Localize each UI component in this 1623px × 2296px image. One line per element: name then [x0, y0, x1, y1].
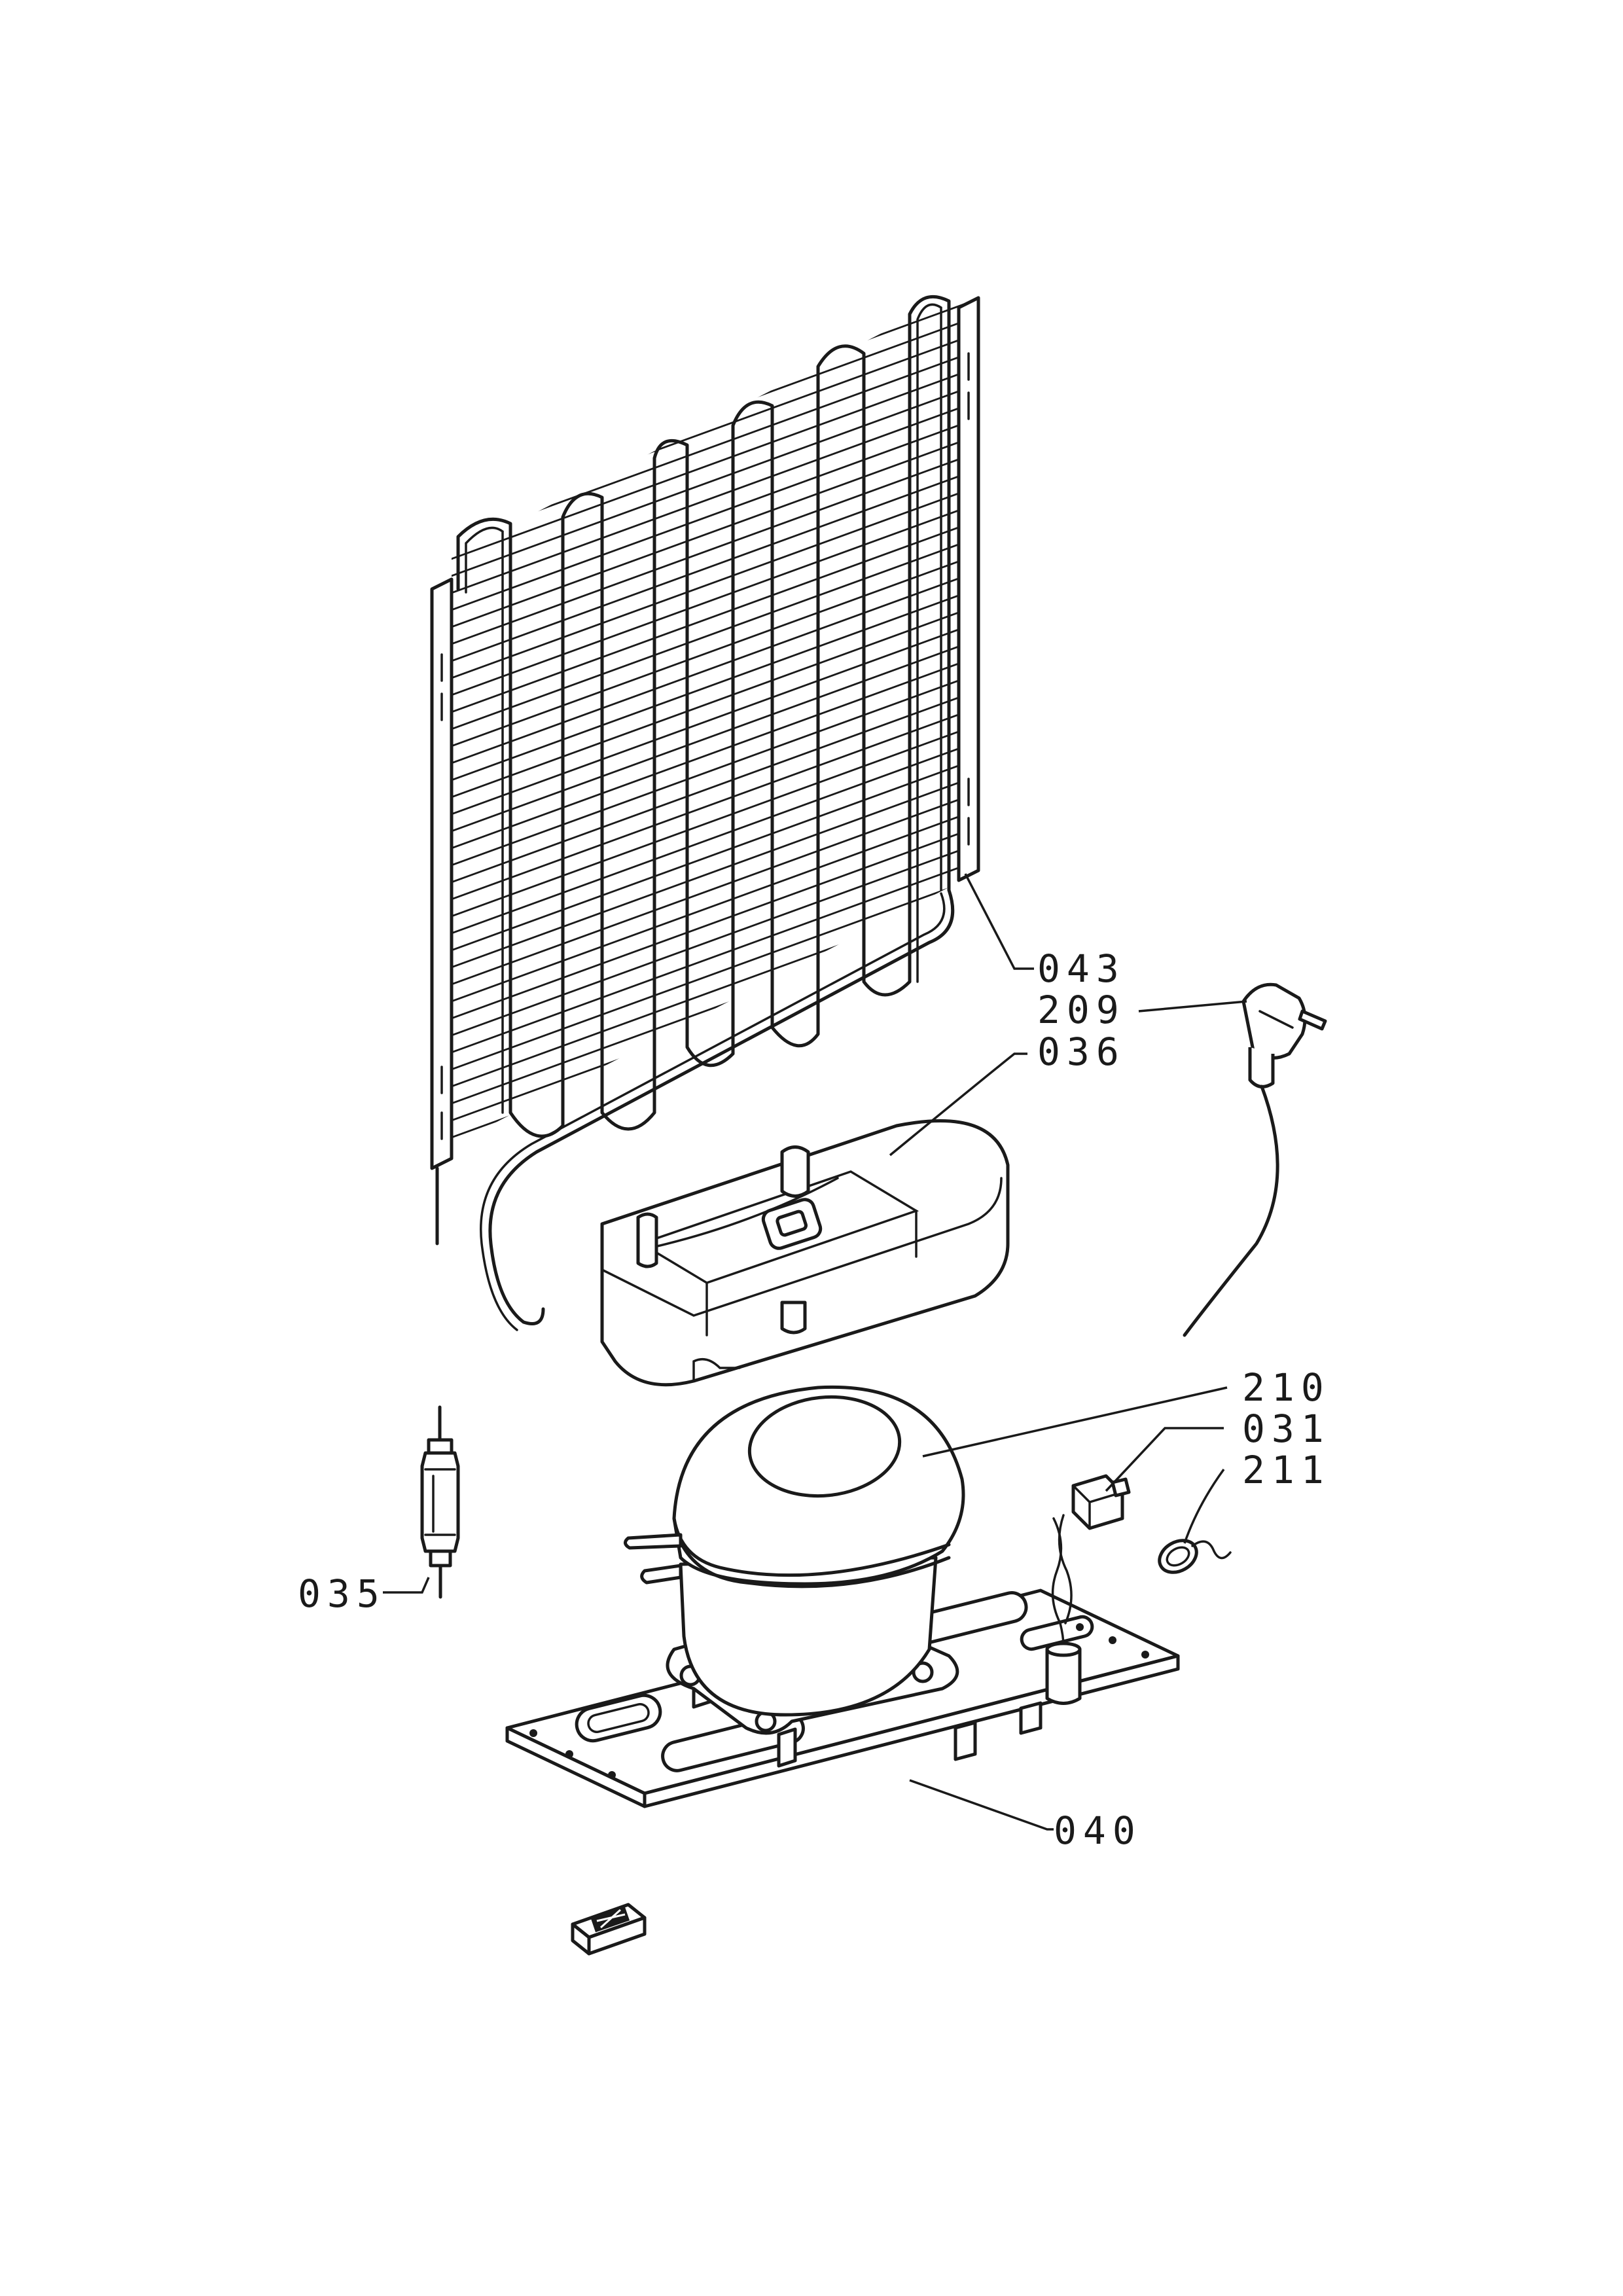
callout-031: 031	[1242, 1407, 1330, 1451]
compressor-part	[624, 1385, 965, 1735]
power-plug-part	[1183, 982, 1327, 1337]
leader-lines	[383, 873, 1247, 1831]
terminal-cover-part	[571, 1903, 647, 1956]
condenser-part	[430, 288, 980, 1331]
callout-043: 043	[1037, 946, 1126, 991]
drier-filter-part	[420, 1405, 460, 1599]
drip-tray-part	[600, 1119, 1010, 1387]
overload-protector-part	[1158, 1539, 1232, 1574]
callout-035: 035	[298, 1571, 386, 1616]
callout-036: 036	[1037, 1030, 1126, 1074]
callout-209: 209	[1037, 988, 1126, 1032]
callout-210: 210	[1242, 1365, 1330, 1410]
starter-relay-part	[1045, 1474, 1131, 1705]
callout-211: 211	[1242, 1448, 1330, 1492]
callout-040: 040	[1054, 1808, 1142, 1853]
